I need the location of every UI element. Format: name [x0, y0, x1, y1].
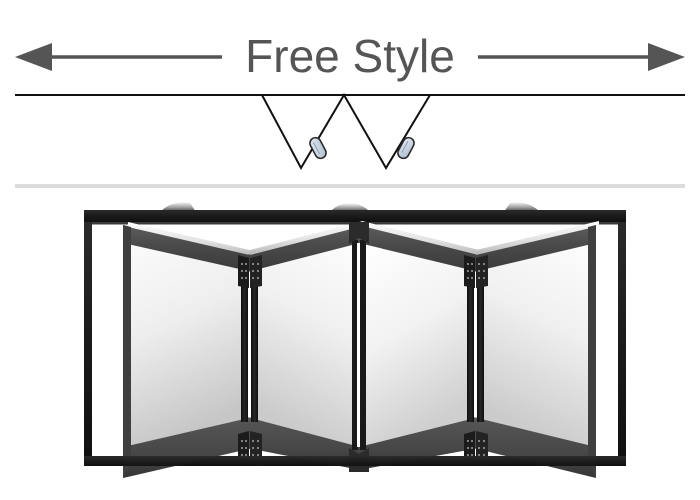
- centre-gap-highlight: [357, 243, 360, 447]
- panel-4-glass: [484, 243, 588, 447]
- hinge-rivets-bottom: [240, 439, 260, 457]
- centre-meeting-stiles: [352, 240, 366, 450]
- door-panel-1: [123, 222, 258, 478]
- arrow-head-right-icon: [648, 43, 685, 71]
- panel-1-left-stile: [123, 225, 131, 478]
- hinge-rivets-bottom-2: [466, 439, 486, 457]
- hinge-plate-top-right: [250, 255, 262, 288]
- bifold-door-elevation-group: [84, 202, 626, 478]
- centre-top-corner-cap: [349, 222, 369, 244]
- centre-stile-left: [352, 240, 358, 450]
- hinge-plate-top-left: [238, 255, 249, 288]
- hinge-plate-top-right-2: [476, 255, 488, 288]
- left-jamb: [84, 222, 92, 462]
- door-panel-4: [473, 221, 599, 478]
- door-handle-left-icon: [309, 136, 327, 160]
- panel-1-top-rail: [123, 225, 253, 272]
- panel-2-top-rail: [247, 225, 360, 272]
- door-panel-2: [247, 221, 363, 470]
- panel-2-glass: [258, 243, 355, 446]
- panel-2-top-rail-highlight: [250, 221, 363, 255]
- panel-3-glass: [364, 243, 468, 446]
- hinge-stile-1a: [241, 262, 248, 422]
- roller-carrier-3-icon: [342, 203, 370, 212]
- hinge-stile-2b: [477, 262, 484, 422]
- panel-4-right-stile: [588, 225, 596, 478]
- panel-3-top-rail-highlight: [362, 221, 483, 256]
- hinge-stile-1b: [251, 262, 258, 422]
- panel-1-glass: [131, 243, 242, 447]
- hinge-stack-left: [238, 255, 262, 466]
- hinge-rivets-top-2: [466, 262, 486, 280]
- centre-stile-right: [360, 240, 366, 450]
- panel-4-top-rail: [473, 225, 596, 272]
- roller-carriers-group: [160, 202, 540, 212]
- hinge-rivets-top: [240, 262, 260, 280]
- top-track: [84, 210, 626, 222]
- bottom-track-front: [84, 456, 626, 466]
- roller-carrier-1-icon: [160, 202, 196, 212]
- panel-3-top-rail: [359, 225, 479, 272]
- plan-view-group: [15, 93, 685, 171]
- roller-carrier-4-icon: [504, 202, 540, 212]
- dimension-arrow-group: [15, 43, 685, 71]
- door-handle-right-icon: [397, 136, 415, 160]
- hinge-stile-2a: [467, 262, 474, 422]
- panel-1-top-rail-highlight: [128, 222, 258, 257]
- hinge-plate-top-left-2: [464, 255, 475, 288]
- right-jamb: [618, 222, 626, 462]
- door-panel-3: [359, 221, 483, 470]
- panel-4-top-rail-highlight: [476, 221, 599, 255]
- diagram-title: Free Style: [245, 30, 455, 82]
- plan-panel-zigzag: [261, 93, 431, 171]
- arrow-head-left-icon: [15, 43, 52, 71]
